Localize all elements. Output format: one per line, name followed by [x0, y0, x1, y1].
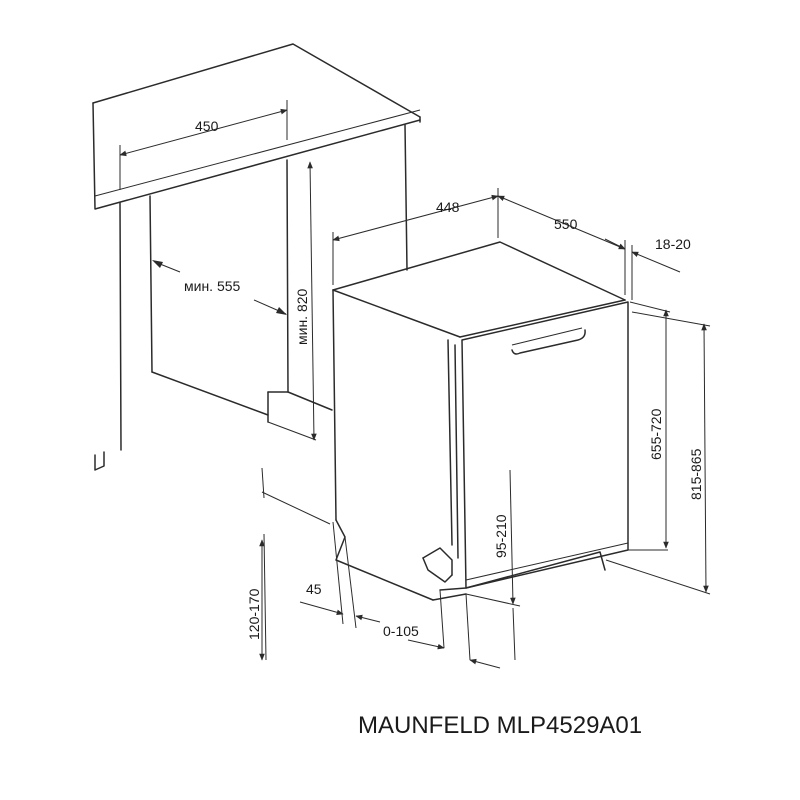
dim-body-height: 655-720: [628, 301, 671, 551]
dim-total-height: 815-865: [605, 311, 711, 595]
dim-niche-height: мин. 820: [267, 161, 317, 441]
dim-appliance-width: 448: [332, 188, 499, 285]
cabinet-niche: [94, 124, 408, 471]
dim-niche-width: 450: [119, 100, 288, 190]
label-plinth-depth: 120-170: [246, 588, 262, 640]
label-niche-depth: мин. 555: [184, 278, 241, 294]
dim-niche-depth: мин. 555: [152, 260, 287, 315]
plinth-foot: [422, 547, 606, 601]
label-niche-height: мин. 820: [294, 288, 310, 345]
dim-plinth-height: 95-210: [465, 469, 521, 661]
dim-side-gap: 45: [299, 521, 381, 629]
label-niche-width: 450: [195, 118, 219, 134]
dishwasher-body: [332, 241, 626, 601]
dim-plinth-depth: 120-170: [246, 467, 331, 661]
label-total-height: 815-865: [688, 448, 704, 500]
dim-appliance-depth: 550: [497, 195, 626, 295]
dishwasher-door: [461, 301, 629, 589]
label-body-height: 655-720: [648, 408, 664, 460]
label-side-gap: 45: [306, 581, 322, 597]
dim-door-gap: 0-105: [383, 589, 501, 669]
label-appliance-depth: 550: [554, 216, 578, 232]
label-door-gap: 0-105: [383, 623, 419, 639]
countertop: [92, 43, 421, 210]
label-appliance-width: 448: [436, 199, 460, 215]
label-door-offset: 18-20: [655, 236, 691, 252]
model-label: MAUNFELD MLP4529A01: [358, 712, 642, 739]
dim-door-offset: 18-20: [604, 236, 691, 300]
label-plinth-height: 95-210: [493, 514, 509, 558]
